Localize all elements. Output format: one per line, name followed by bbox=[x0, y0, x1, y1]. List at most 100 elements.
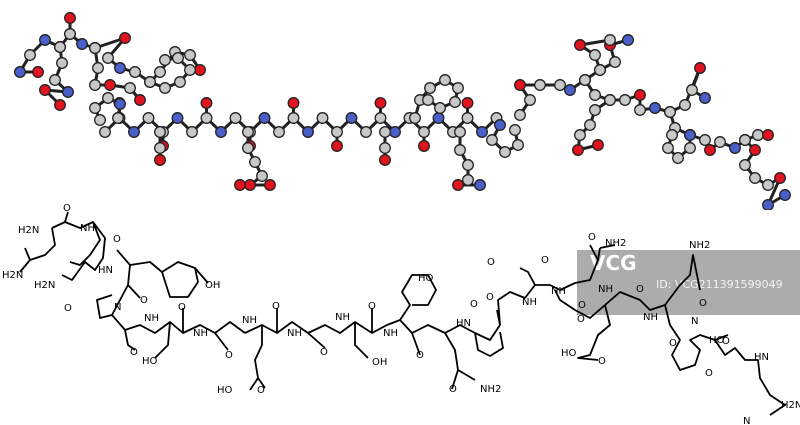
oxygen-atom bbox=[119, 32, 131, 44]
oxygen-atom bbox=[154, 154, 166, 166]
carbon-atom bbox=[486, 134, 498, 146]
atom-label: NH bbox=[144, 313, 159, 324]
atom-label: HO bbox=[709, 335, 725, 346]
carbon-atom bbox=[242, 126, 254, 138]
atom-label: O bbox=[130, 347, 138, 358]
atom-label: O bbox=[272, 301, 280, 312]
carbon-atom bbox=[144, 76, 156, 88]
nitrogen-atom bbox=[494, 119, 506, 131]
nitrogen-atom bbox=[39, 34, 51, 46]
carbon-atom bbox=[604, 94, 616, 106]
carbon-atom bbox=[739, 159, 751, 171]
carbon-atom bbox=[454, 126, 466, 138]
bond-path bbox=[19, 227, 56, 273]
atom-label: HN bbox=[98, 265, 113, 276]
carbon-atom bbox=[424, 82, 436, 94]
carbon-atom bbox=[154, 126, 166, 138]
carbon-atom bbox=[159, 54, 171, 66]
carbon-atom bbox=[242, 142, 254, 154]
atom-label: N bbox=[114, 302, 121, 313]
carbon-atom bbox=[102, 52, 114, 64]
atom-label: NH2 bbox=[480, 384, 501, 395]
atom-label: NH bbox=[522, 297, 537, 308]
bond-path bbox=[714, 339, 786, 416]
bond-path bbox=[154, 308, 184, 359]
nitrogen-atom bbox=[684, 129, 696, 141]
carbon-atom bbox=[49, 74, 61, 86]
oxygen-atom bbox=[64, 12, 76, 24]
carbon-atom bbox=[589, 89, 601, 101]
carbon-atom bbox=[509, 124, 521, 136]
atom-label: O bbox=[470, 299, 478, 310]
nitrogen-atom bbox=[302, 126, 314, 138]
atom-label: NH2 bbox=[605, 238, 626, 249]
watermark-logo: VCG bbox=[590, 251, 637, 275]
oxygen-atom bbox=[264, 179, 276, 191]
carbon-atom bbox=[379, 142, 391, 154]
bond-path bbox=[116, 249, 209, 298]
oxygen-atom bbox=[39, 84, 51, 96]
atom-label: O bbox=[598, 356, 606, 367]
carbon-atom bbox=[762, 179, 774, 191]
oxygen-atom bbox=[572, 144, 584, 156]
nitrogen-atom bbox=[699, 92, 711, 104]
carbon-atom bbox=[699, 134, 711, 146]
oxygen-atom bbox=[134, 94, 146, 106]
oxygen-atom bbox=[762, 129, 774, 141]
oxygen-atom bbox=[374, 97, 387, 109]
bond-path bbox=[497, 247, 601, 326]
atom-label: NH2 bbox=[689, 240, 710, 251]
carbon-atom bbox=[574, 129, 586, 141]
carbon-atom bbox=[409, 112, 421, 124]
nitrogen-atom bbox=[762, 199, 774, 210]
oxygen-atom bbox=[749, 144, 761, 156]
carbon-atom bbox=[524, 94, 536, 106]
carbon-atom bbox=[534, 79, 546, 91]
bond-path bbox=[386, 274, 437, 326]
carbon-atom bbox=[374, 112, 387, 124]
carbon-atom bbox=[331, 126, 343, 138]
oxygen-atom bbox=[574, 39, 586, 51]
carbon-atom bbox=[679, 99, 691, 111]
carbon-atom bbox=[273, 126, 285, 138]
carbon-atom bbox=[154, 66, 166, 78]
carbon-atom bbox=[92, 62, 104, 74]
nitrogen-atom bbox=[114, 98, 126, 110]
bond-path bbox=[307, 308, 373, 359]
atom-label: HO bbox=[561, 348, 577, 359]
bond-path bbox=[249, 308, 278, 391]
atom-label: NH bbox=[242, 315, 257, 326]
watermark-band bbox=[577, 250, 800, 315]
oxygen-atom bbox=[104, 79, 116, 91]
bond-path bbox=[589, 244, 616, 261]
nitrogen-atom bbox=[779, 189, 791, 201]
nitrogen-atom bbox=[729, 142, 741, 154]
carbon-atom bbox=[589, 104, 601, 116]
atom-label: N bbox=[743, 416, 750, 425]
carbon-atom bbox=[129, 66, 141, 78]
atom-label: O bbox=[578, 300, 586, 311]
carbon-atom bbox=[184, 64, 196, 76]
bond-path bbox=[399, 309, 501, 356]
carbon-atom bbox=[89, 102, 101, 114]
carbon-atom bbox=[666, 129, 678, 141]
carbon-atom bbox=[619, 94, 631, 106]
oxygen-atom bbox=[54, 99, 66, 111]
oxygen-atom bbox=[461, 97, 474, 109]
oxygen-atom bbox=[452, 179, 464, 191]
atom-label: NH bbox=[287, 328, 302, 339]
carbon-atom bbox=[418, 126, 430, 138]
atom-label: O bbox=[140, 295, 148, 306]
carbon-atom bbox=[316, 112, 329, 124]
carbon-atom bbox=[54, 41, 66, 53]
carbon-atom bbox=[454, 144, 466, 156]
carbon-atom bbox=[594, 64, 606, 76]
atom-label: O bbox=[64, 303, 72, 314]
oxygen-atom bbox=[514, 79, 526, 91]
carbon-atom bbox=[229, 112, 242, 124]
atom-label: O bbox=[449, 384, 457, 395]
carbon-atom bbox=[200, 112, 213, 124]
carbon-atom bbox=[584, 119, 596, 131]
nitrogen-atom bbox=[564, 84, 576, 96]
carbon-atom bbox=[634, 104, 646, 116]
